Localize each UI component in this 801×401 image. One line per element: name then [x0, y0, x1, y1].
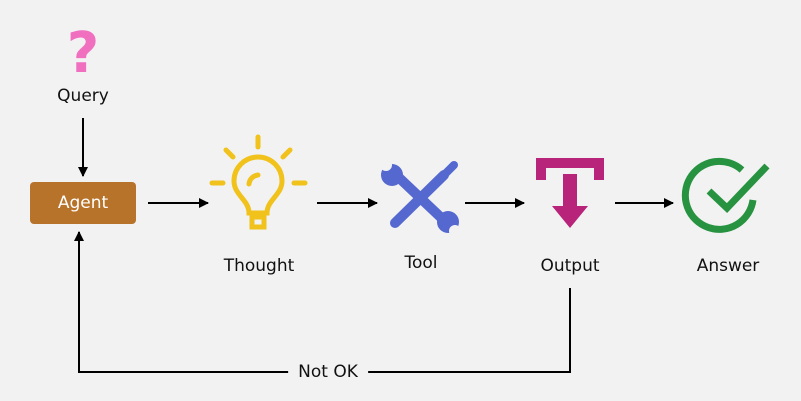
loop-label-not-ok: Not OK [288, 362, 368, 382]
check-circle-icon [681, 157, 770, 233]
question-mark-icon: ? [67, 21, 99, 86]
wrench-screwdriver-icon [380, 159, 461, 237]
query-label: Query [57, 86, 109, 106]
tool-label: Tool [404, 253, 438, 273]
agent-box: Agent [30, 182, 136, 224]
arrow-output-loop-to-agent [74, 231, 571, 373]
agent-label: Agent [57, 193, 109, 213]
output-label: Output [540, 256, 600, 276]
download-arrow-icon [536, 158, 604, 228]
answer-label: Answer [696, 256, 760, 276]
thought-label: Thought [223, 256, 295, 276]
svg-text:?: ? [67, 21, 99, 86]
lightbulb-icon [209, 134, 308, 230]
